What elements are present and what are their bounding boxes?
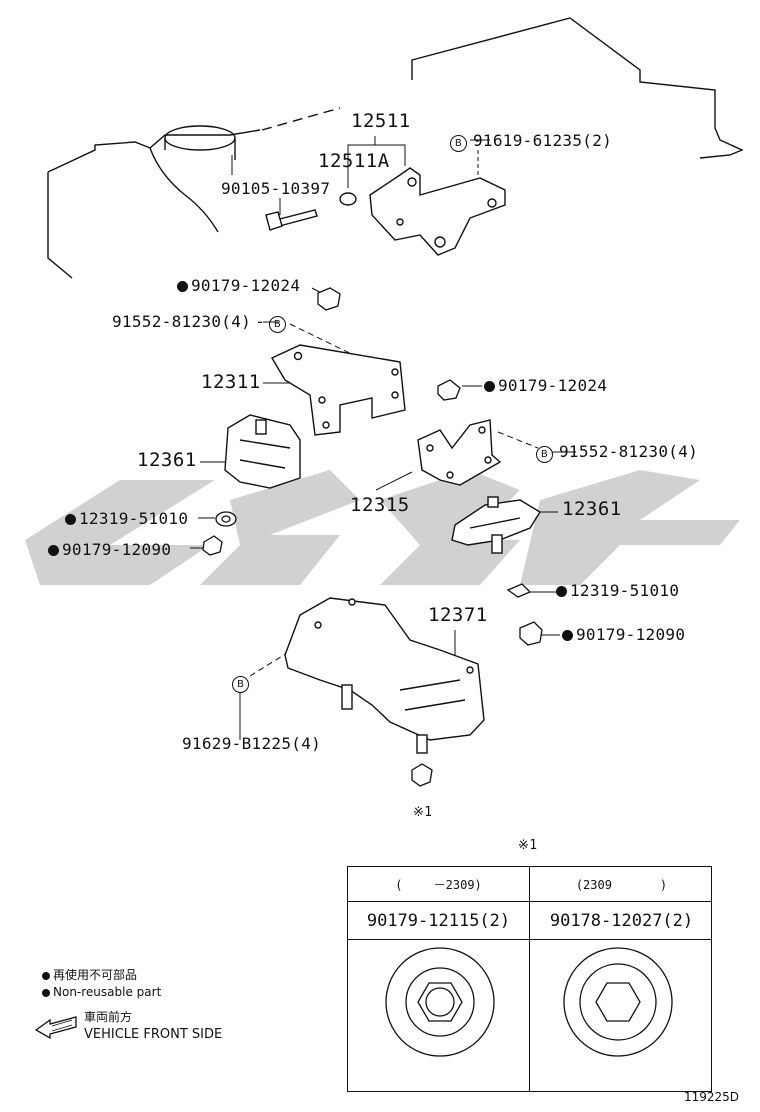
part-12361-mount-left: [224, 414, 301, 489]
nut-note1: [411, 763, 433, 787]
table-divider-2: [348, 939, 711, 940]
nonreusable-dot-icon: [65, 514, 76, 525]
table-divider-vertical: [529, 867, 530, 1091]
label-12371: 12371: [428, 604, 488, 626]
label-note1-table: ※1: [518, 838, 538, 853]
label-90179-12024-a: 90179-12024: [177, 277, 300, 295]
table-col2-range: (2309 ): [575, 878, 668, 892]
label-90179-12090-b: 90179-12090: [562, 626, 685, 644]
nonreusable-dot-icon: [48, 545, 59, 556]
circle-b-icon: B: [232, 676, 249, 693]
legend-front-jp: 車両前方: [84, 1010, 133, 1024]
part-12311-bracket: [271, 344, 406, 436]
part-12361-mount-right: [451, 496, 541, 554]
label-12319-51010-a: 12319-51010: [65, 510, 188, 528]
nut-90179-12090-right: [519, 621, 543, 646]
part-12371-crossmember: [284, 597, 485, 754]
circle-b-icon: B: [536, 446, 553, 463]
label-91552-81230-a: 91552-81230(4)-B: [112, 313, 286, 333]
label-90179-12090-a: 90179-12090: [48, 541, 171, 559]
circle-b-icon: B: [450, 135, 467, 152]
legend-nonreusable-jp: 再使用不可部品: [42, 966, 137, 983]
label-12511: 12511: [351, 110, 411, 132]
nut-90178-12027-icon: [563, 947, 673, 1057]
circle-b-icon: B: [269, 316, 286, 333]
nonreusable-dot-icon: [42, 989, 50, 997]
washer-12319-right: [506, 583, 532, 598]
label-12315: 12315: [350, 494, 410, 516]
nonreusable-dot-icon: [556, 586, 567, 597]
watermark-logo: [25, 470, 740, 585]
label-12511a: 12511A: [318, 150, 390, 172]
label-91629-b1225: 91629-B1225(4): [182, 734, 322, 753]
label-12361-b: 12361: [562, 498, 622, 520]
label-90105-10397: 90105-10397: [221, 179, 331, 198]
figure-id: 119225D: [684, 1090, 740, 1104]
label-90179-12024-b: 90179-12024: [484, 377, 607, 395]
nonreusable-dot-icon: [484, 381, 495, 392]
legend-nonreusable-en: Non-reusable part: [42, 985, 161, 999]
nut-90179-12090-left: [202, 535, 223, 556]
table-col1-part: 90179-12115(2): [366, 911, 511, 931]
label-12311: 12311: [201, 371, 261, 393]
label-12319-51010-b: 12319-51010: [556, 582, 679, 600]
engine-outline: [47, 17, 744, 279]
nut-90179-12024-a: [317, 287, 341, 311]
nonreusable-dot-icon: [177, 281, 188, 292]
label-12361-a: 12361: [137, 449, 197, 471]
washer-12319-left: [215, 511, 237, 527]
part-12511-bracket: [265, 167, 506, 256]
table-divider-1: [348, 901, 711, 902]
variant-table: ( －2309) (2309 ) 90179-12115(2) 90178-12…: [347, 866, 712, 1092]
nonreusable-dot-icon: [42, 972, 50, 980]
table-col1-range: ( －2309): [395, 878, 482, 892]
nut-90179-12024-b: [437, 379, 461, 401]
table-col2-part: 90178-12027(2): [549, 911, 694, 931]
nonreusable-dot-icon: [562, 630, 573, 641]
label-note1: ※1: [413, 805, 433, 820]
front-arrow-icon: [34, 1016, 77, 1040]
legend-front-en: VEHICLE FRONT SIDE: [84, 1027, 223, 1042]
nut-90179-12115-icon: [385, 947, 495, 1057]
part-12315-bracket: [417, 419, 502, 486]
